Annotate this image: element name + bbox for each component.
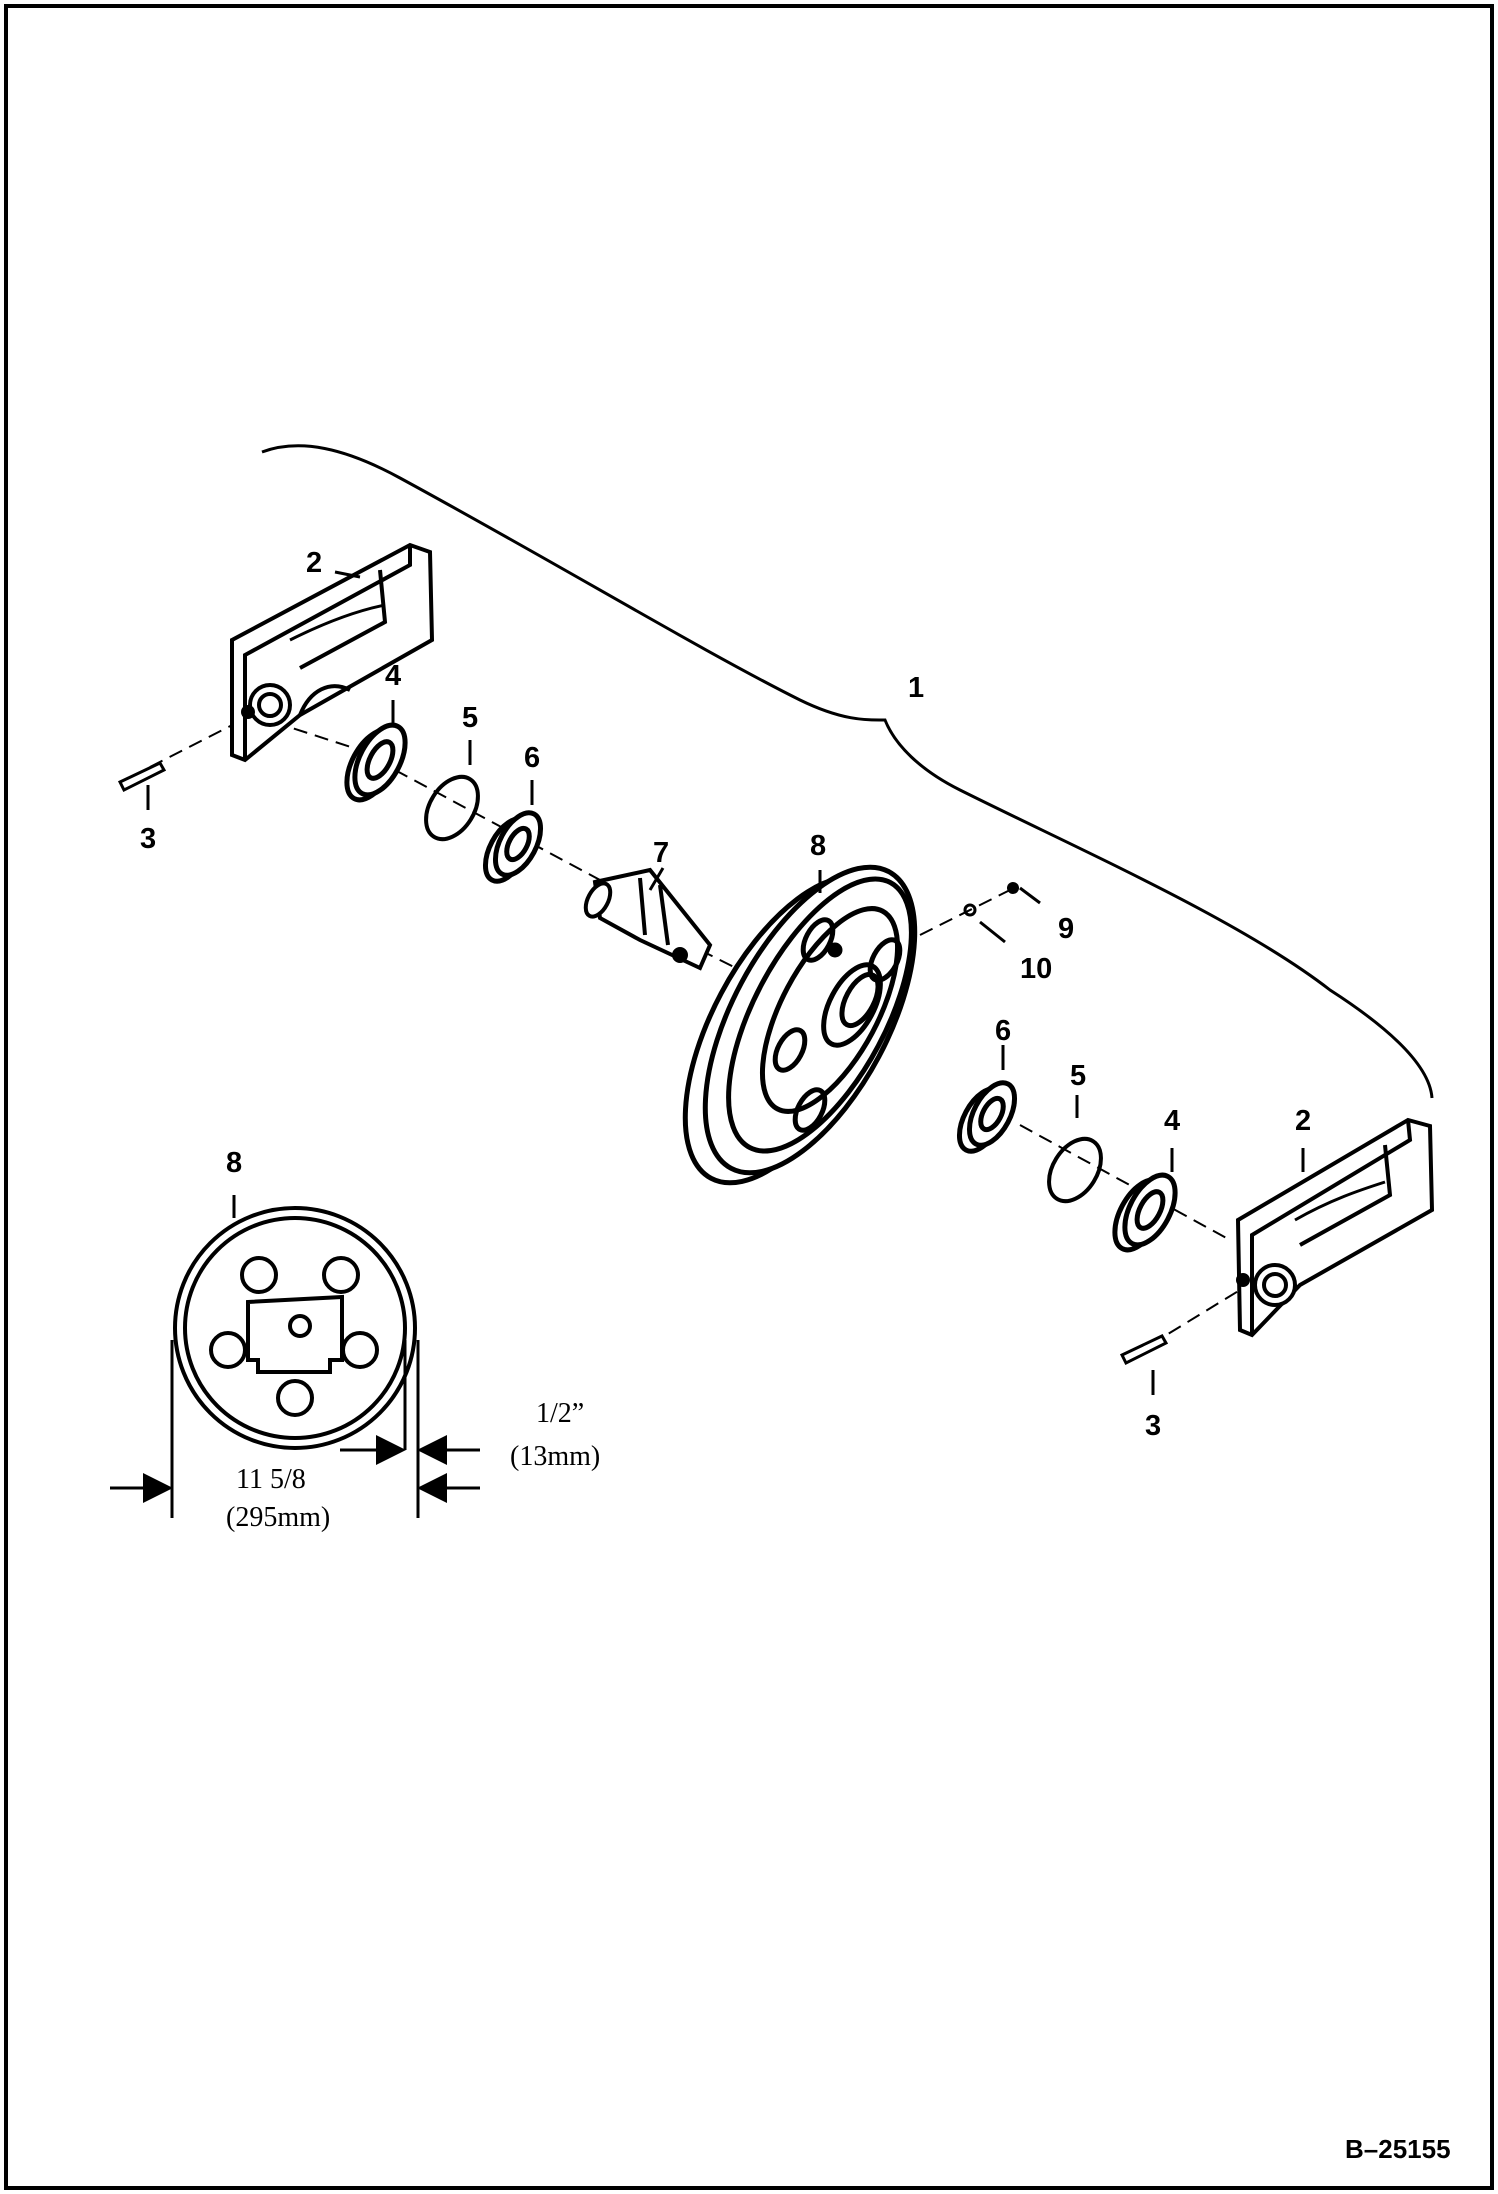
bearing-left — [482, 810, 544, 884]
callout-10: 10 — [1020, 953, 1052, 985]
oring-small — [963, 903, 977, 917]
callout-1: 1 — [908, 672, 924, 704]
leader-lines — [146, 570, 1305, 1395]
callout-9: 9 — [1058, 913, 1074, 945]
frame-bracket-left — [230, 542, 435, 763]
frame-bracket-right — [1235, 1117, 1435, 1338]
dimension-lines — [110, 1340, 480, 1518]
pin-right — [1119, 1334, 1169, 1366]
seal-right — [1112, 1172, 1178, 1253]
bearing-right — [956, 1080, 1018, 1154]
callout-7: 7 — [653, 837, 669, 869]
oring-left — [424, 774, 480, 842]
callout-4-left: 4 — [385, 660, 401, 692]
oring-right — [1047, 1136, 1103, 1204]
seal-left — [344, 722, 408, 803]
idler-wheel — [682, 864, 918, 1186]
callout-labels: 1 2 3 4 5 6 7 8 9 10 6 5 4 2 3 8 — [140, 547, 1311, 1442]
callout-6-right: 6 — [995, 1015, 1011, 1047]
callout-2-right: 2 — [1295, 1105, 1311, 1137]
callout-6-left: 6 — [524, 742, 540, 774]
shaft — [583, 867, 713, 971]
callout-3-right: 3 — [1145, 1410, 1161, 1442]
dimension-wear-inch: 1/2” — [536, 1398, 584, 1429]
pin-left — [117, 761, 167, 793]
page-border — [4, 4, 1494, 2190]
idler-detail-view — [173, 1206, 417, 1450]
callout-3-left: 3 — [140, 823, 156, 855]
dimension-wear-mm: (13mm) — [510, 1441, 600, 1472]
callout-5-right: 5 — [1070, 1060, 1086, 1092]
plug — [1007, 882, 1019, 894]
callout-8: 8 — [810, 830, 826, 862]
callout-4-right: 4 — [1164, 1105, 1180, 1137]
dimension-diameter-inch: 11 5/8 — [236, 1464, 306, 1495]
figure-reference-code: B–25155 — [1345, 2134, 1451, 2164]
callout-5-left: 5 — [462, 702, 478, 734]
assembly-brace — [261, 444, 1434, 1099]
callout-2-left: 2 — [306, 547, 322, 579]
dimension-diameter-mm: (295mm) — [226, 1502, 330, 1533]
callout-8-detail: 8 — [226, 1147, 242, 1179]
